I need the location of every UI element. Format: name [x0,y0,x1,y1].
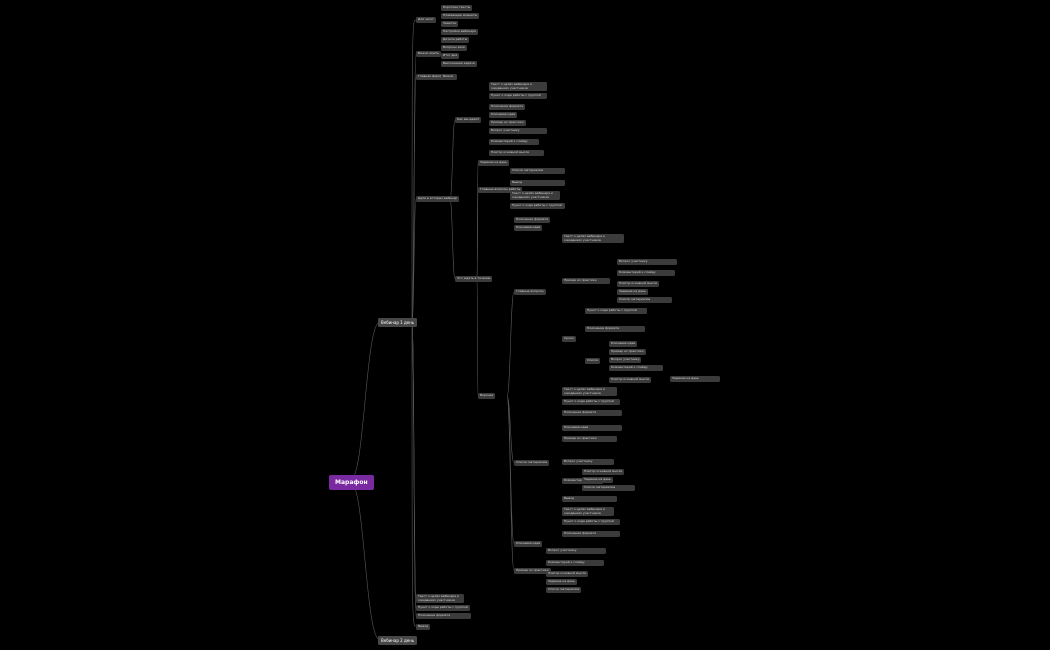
node-text-52[interactable]: Список материалов [582,485,635,491]
node-text-4[interactable]: Настройки вебинара [441,29,478,35]
node-text-51[interactable]: Задание на день [582,477,613,483]
node-text-28[interactable]: Комментарий к слайду [617,270,675,276]
node-text-26[interactable]: Пример из практики [562,278,610,284]
node-text-30[interactable]: Задание на день [617,289,648,295]
node-text-6[interactable]: Вопросы зала [441,45,467,51]
node-text-45[interactable]: Пояснение формата [562,410,622,416]
connector [411,19,417,627]
node-text-21[interactable]: Текст о целях вебинара и ожиданиях участ… [510,191,560,201]
node-text-16[interactable]: Комментарий к слайду [489,139,539,145]
node-text-33[interactable]: Пункт о ходе работы с группой [585,308,647,314]
branch-webinar-day2[interactable]: Вебинар 2 день [378,636,418,645]
node-text-59[interactable]: Вопрос участнику [546,548,606,554]
node-text-15[interactable]: Вопрос участнику [489,128,547,134]
node-text-46[interactable]: Ключевая идея [562,425,622,431]
node-how[interactable]: Как мы идем? [455,117,482,123]
node-text-19[interactable]: Список материалов [510,168,565,174]
node-text-56[interactable]: Пояснение формата [562,531,620,537]
node-text-63[interactable]: Список материалов [546,587,582,593]
node-text-34[interactable]: Пояснение формата [585,326,645,332]
node-text-40[interactable]: Повтор основной мысли [609,377,652,383]
node-text-57[interactable]: Ключевая идея [514,541,543,547]
node-text-20[interactable]: Вывод [510,180,565,186]
node-text-43[interactable]: Текст о целях вебинара и ожиданиях участ… [562,387,617,397]
node-text-3[interactable]: Заметки [441,21,459,27]
node-text-42[interactable]: Список материалов [514,460,550,466]
node-proc[interactable]: Главные вопросы работы [478,187,523,193]
node-text-10[interactable]: Текст о целях вебинара и ожиданиях участ… [489,82,547,92]
node-text-8[interactable]: Выполнение задачи [441,61,477,67]
node-text-9[interactable]: Важно [441,74,456,80]
node-text-35[interactable]: Список [585,358,601,364]
node-text-64[interactable]: Текст о целях вебинара и ожиданиях участ… [416,594,464,604]
connector [449,119,456,200]
node-text-39[interactable]: Комментарий к слайду [609,365,663,371]
node-text-44[interactable]: Пункт о ходе работы с группой [562,399,620,405]
node-notes[interactable]: Главные вопросы [514,289,546,295]
connector [506,291,515,397]
node-text-12[interactable]: Пояснение формата [489,104,526,110]
node-text-41[interactable]: Задание на день [670,376,720,382]
connector [411,198,417,323]
connector [506,395,515,572]
node-plan[interactable]: Что ждать в течении [455,276,493,282]
node-text-1[interactable]: Короткие тексты [441,5,473,11]
node-text-31[interactable]: Список материалов [617,297,672,303]
node-text-13[interactable]: Ключевая идея [489,112,518,118]
node-text-50[interactable]: Повтор основной мысли [582,469,625,475]
node-text-18[interactable]: Задание на день [478,160,509,166]
node-text-53[interactable]: Вывод [562,496,617,502]
node-text-47[interactable]: Пример из практики [562,436,617,442]
connector [506,395,515,464]
node-text-29[interactable]: Повтор основной мысли [617,281,660,287]
node-when[interactable]: Важно иметь [416,51,441,57]
node-struct[interactable]: Главная формулировка [416,74,458,80]
node-text-25[interactable]: Текст о целях вебинара и ожиданиях участ… [562,234,624,244]
node-text-5[interactable]: Детали работы [441,37,470,43]
node-text-24[interactable]: Ключевая идея [514,225,543,231]
node-text-62[interactable]: Задание на день [546,579,577,585]
connector [449,198,456,280]
node-text-32[interactable]: Сроки [562,336,576,342]
node-text-7[interactable]: Итог дня [441,53,460,59]
connector [349,321,381,482]
node-text-55[interactable]: Пункт о ходе работы с группой [562,519,620,525]
node-text-67[interactable]: Вывод [416,624,431,630]
node-text-48[interactable]: Вопрос участнику [562,459,614,465]
node-text-2[interactable]: Плавающие моменты [441,13,480,19]
node-text-61[interactable]: Повтор основной мысли [546,571,589,577]
node-text-60[interactable]: Комментарий к слайду [546,560,604,566]
node-pre[interactable]: Для чего? [416,17,436,23]
branch-webinar-day1[interactable]: Вебинар 1 день [378,318,418,327]
node-text-22[interactable]: Пункт о ходе работы с группой [510,203,565,209]
node-text-38[interactable]: Вопрос участнику [609,357,642,363]
connector [349,480,381,641]
node-text-14[interactable]: Пример из практики [489,120,526,126]
node-text-23[interactable]: Пояснение формата [514,217,551,223]
root-node[interactable]: Марафон [329,475,374,490]
connector [411,321,417,617]
node-text-37[interactable]: Пример из практики [609,349,646,355]
node-text-65[interactable]: Пункт о ходе работы с группой [416,605,470,611]
node-text-36[interactable]: Ключевая идея [609,341,638,347]
node-text-66[interactable]: Пояснение формата [416,613,471,619]
node-main[interactable]: Цели в которых вебинар [416,196,460,202]
node-text-27[interactable]: Вопрос участнику [617,259,677,265]
node-text-58[interactable]: Пример из практики [514,568,551,574]
node-text-54[interactable]: Текст о целях вебинара и ожиданиях участ… [562,507,614,517]
node-mind[interactable]: Воронка [478,393,496,399]
connector [476,278,479,397]
node-text-11[interactable]: Пункт о ходе работы с группой [489,93,547,99]
node-text-17[interactable]: Повтор основной мысли [489,150,544,156]
